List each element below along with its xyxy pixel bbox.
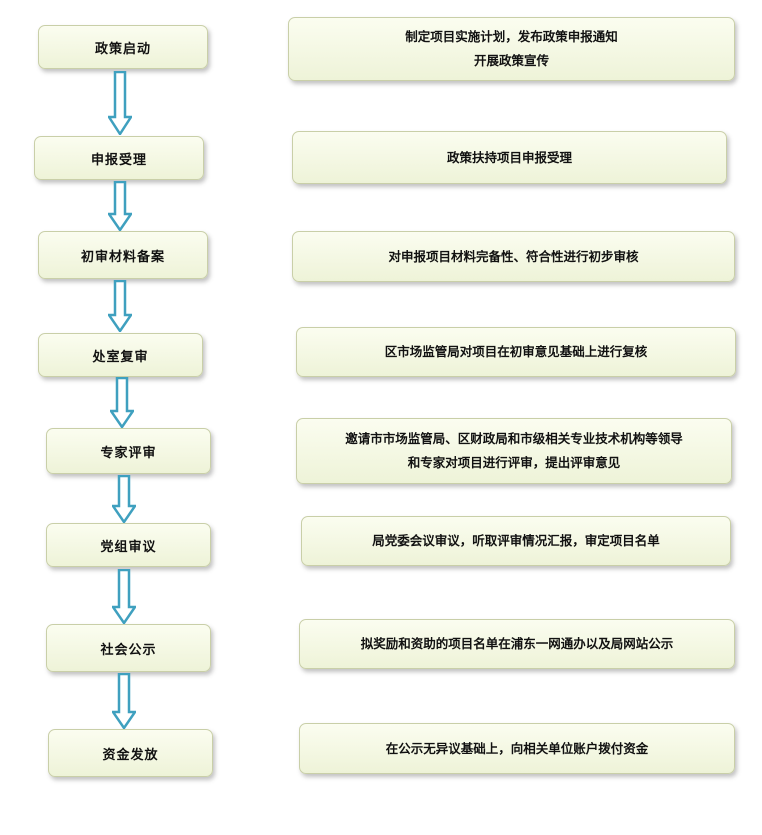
step-3-description-box: 对申报项目材料完备性、符合性进行初步审核 — [292, 231, 735, 282]
step-5-box: 专家评审 — [46, 428, 211, 474]
step-1-box: 政策启动 — [38, 25, 208, 69]
step-6-label: 党组审议 — [100, 539, 157, 555]
down-arrow-icon-5 — [112, 475, 136, 523]
step-7-box: 社会公示 — [46, 624, 211, 672]
step-1-description-line-2: 开展政策宣传 — [473, 53, 549, 68]
step-4-description-line-1: 区市场监管局对项目在初审意见基础上进行复核 — [384, 344, 648, 359]
step-1-description-box: 制定项目实施计划，发布政策申报通知 开展政策宣传 — [288, 17, 735, 81]
step-3-description-line-1: 对申报项目材料完备性、符合性进行初步审核 — [388, 248, 639, 264]
step-3-label: 初审材料备案 — [80, 249, 165, 265]
step-6-description-box: 局党委会议审议，听取评审情况汇报，审定项目名单 — [301, 516, 731, 566]
step-6-box: 党组审议 — [46, 523, 211, 567]
down-arrow-icon-7 — [112, 673, 136, 729]
step-4-label: 处室复审 — [92, 349, 149, 365]
down-arrow-icon-2 — [108, 181, 132, 231]
step-3-box: 初审材料备案 — [38, 231, 208, 279]
step-1-label: 政策启动 — [94, 41, 151, 57]
step-2-label: 申报受理 — [90, 152, 147, 168]
step-2-description-box: 政策扶持项目申报受理 — [292, 131, 727, 184]
step-8-description-line-1: 在公示无异议基础上，向相关单位账户拨付资金 — [385, 740, 649, 756]
step-5-description-line-2: 和专家对项目进行评审，提出评审意见 — [407, 455, 621, 470]
step-5-label: 专家评审 — [100, 445, 157, 461]
down-arrow-icon-3 — [108, 280, 132, 332]
step-8-label: 资金发放 — [102, 747, 159, 763]
step-5-description-box: 邀请市市场监管局、区财政局和市级相关专业技术机构等领导 和专家对项目进行评审，提… — [296, 418, 732, 484]
step-6-description-line-1: 局党委会议审议，听取评审情况汇报，审定项目名单 — [372, 533, 660, 548]
step-7-description-line-1: 拟奖励和资助的项目名单在浦东一网通办以及局网站公示 — [360, 636, 674, 651]
down-arrow-icon-1 — [108, 71, 132, 135]
down-arrow-icon-6 — [112, 569, 136, 624]
step-7-description-box: 拟奖励和资助的项目名单在浦东一网通办以及局网站公示 — [299, 619, 735, 669]
down-arrow-icon-4 — [110, 377, 134, 428]
step-5-description-line-1: 邀请市市场监管局、区财政局和市级相关专业技术机构等领导 — [345, 431, 683, 446]
step-7-label: 社会公示 — [100, 642, 157, 658]
step-1-description-line-1: 制定项目实施计划，发布政策申报通知 — [405, 29, 618, 44]
step-2-description-line-1: 政策扶持项目申报受理 — [446, 149, 572, 165]
step-4-box: 处室复审 — [38, 333, 203, 377]
step-2-box: 申报受理 — [34, 136, 204, 180]
step-8-description-box: 在公示无异议基础上，向相关单位账户拨付资金 — [299, 723, 735, 774]
step-4-description-box: 区市场监管局对项目在初审意见基础上进行复核 — [296, 327, 736, 377]
step-8-box: 资金发放 — [48, 729, 213, 777]
